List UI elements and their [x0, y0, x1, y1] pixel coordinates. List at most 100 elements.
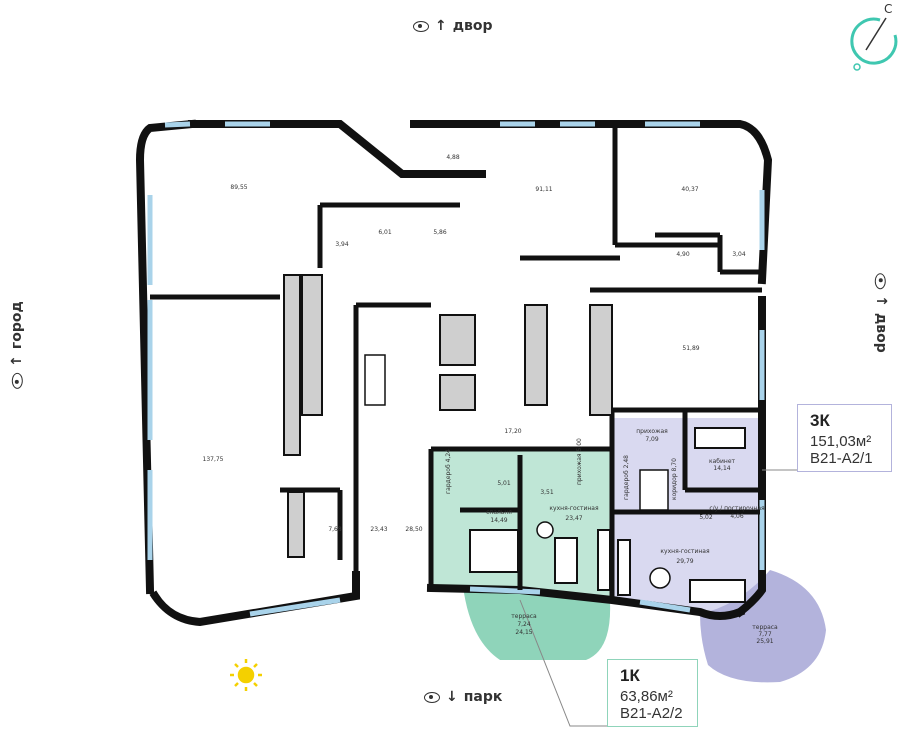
apartment-code: B21-A2/1 — [810, 450, 873, 467]
built-in-cabinet — [589, 304, 613, 416]
window — [164, 121, 191, 128]
room-area: 3,51 — [540, 489, 554, 496]
kitchen-island — [694, 427, 746, 449]
room-area: 5,02 — [699, 514, 713, 521]
terrace-area: 25,91 — [756, 638, 774, 645]
terrace-area: 7,24 — [517, 621, 531, 628]
outer-wall-bottom-right — [426, 583, 746, 620]
sofa — [554, 537, 578, 584]
sun-icon — [230, 659, 262, 691]
eye-icon — [11, 372, 23, 389]
room-area: 51,89 — [682, 345, 700, 352]
stair — [639, 469, 669, 511]
room-name: гардероб — [623, 470, 630, 500]
terrace-1k[interactable] — [463, 586, 611, 660]
window — [249, 597, 341, 617]
room-name: кухня-гостиная — [549, 505, 599, 512]
room-name: спальня — [486, 509, 512, 516]
room-area: 4,90 — [676, 251, 690, 258]
apartment-area: 151,03м² — [810, 433, 872, 450]
apartment-type: 3К — [810, 411, 830, 430]
room-gardrobe-3k: гардероб 2,48 — [623, 455, 630, 500]
room-name: прихожая — [636, 428, 668, 435]
room-area: 5,00 — [576, 438, 583, 452]
kitchen-counter — [617, 539, 631, 596]
room-area: 7,09 — [645, 436, 659, 443]
direction-right-label: двор — [872, 312, 889, 353]
built-in-cabinet — [287, 491, 305, 558]
direction-bottom-label: парк — [463, 689, 503, 705]
sofa — [689, 579, 746, 603]
room-area: 28,50 — [405, 526, 423, 533]
room-area: 23,43 — [370, 526, 388, 533]
compass-north-label: С — [884, 2, 893, 16]
outer-wall-right — [734, 296, 766, 618]
room-hall-1k: прихожая 5,00 — [576, 438, 583, 485]
compass-icon — [850, 17, 898, 71]
room-area: 91,11 — [535, 186, 553, 193]
outer-wall-top-right — [410, 120, 773, 285]
room-area: 17,20 — [504, 428, 522, 435]
arrow-up-icon: ↑ — [8, 355, 25, 367]
arrow-up-icon: ↑ — [872, 295, 889, 307]
room-area: 6,01 — [378, 229, 392, 236]
dining-table — [536, 521, 554, 539]
room-gardrobe-1k: гардероб 4,24 — [445, 449, 452, 494]
dining-table — [649, 567, 671, 589]
apartment-3k-fill[interactable] — [612, 418, 760, 612]
room-name: коридор — [671, 473, 678, 500]
outer-wall-top-left — [188, 120, 486, 178]
room-corridor-3k: коридор 8,70 — [671, 458, 678, 500]
room-area: 4,88 — [446, 154, 460, 161]
room-name: кабинет — [708, 458, 736, 465]
room-area: 29,79 — [676, 558, 694, 565]
room-area: 3,94 — [335, 241, 349, 248]
eye-icon — [413, 20, 429, 32]
room-area: 2,48 — [623, 455, 630, 469]
arrow-down-icon: ↓ — [446, 689, 458, 705]
direction-top: ↑ двор — [413, 18, 493, 34]
room-area: 14,49 — [490, 517, 508, 524]
elevator — [439, 314, 476, 366]
direction-left: ↑ город — [9, 301, 25, 389]
apartment-card-1k[interactable]: 1К 63,86м² B21-A2/2 — [607, 659, 698, 727]
built-in-cabinet — [283, 274, 301, 456]
terrace-name: терраса — [511, 613, 537, 620]
built-in-cabinet — [301, 274, 323, 416]
direction-bottom: ↓ парк — [424, 689, 502, 705]
window — [469, 586, 541, 595]
room-area: 5,86 — [433, 229, 447, 236]
terrace-area: 7,77 — [758, 631, 772, 638]
terrace-3k[interactable] — [700, 570, 826, 683]
room-area: 8,70 — [671, 458, 678, 472]
room-area: 40,37 — [681, 186, 699, 193]
built-in-cabinet — [524, 304, 548, 406]
room-area: 5,01 — [497, 480, 511, 487]
room-area: 89,55 — [230, 184, 248, 191]
terrace-name: терраса — [752, 624, 778, 631]
room-area: 4,24 — [445, 449, 452, 463]
room-name: кухня-гостиная — [660, 548, 710, 555]
arrow-up-icon: ↑ — [435, 18, 447, 34]
eye-icon — [875, 273, 887, 290]
window — [639, 599, 691, 613]
room-name: прихожая — [576, 453, 583, 485]
outer-wall-left — [135, 119, 197, 595]
direction-left-label: город — [8, 301, 25, 350]
apartment-type: 1К — [620, 666, 640, 685]
callout-line-1k — [519, 599, 610, 727]
room-area: 3,04 — [732, 251, 746, 258]
room-area: 137,75 — [202, 456, 224, 463]
double-bed — [469, 529, 519, 573]
room-area: 4,06 — [730, 513, 744, 520]
outer-wall-bottom-left — [149, 571, 360, 627]
room-area: 23,47 — [565, 515, 583, 522]
room-area: 7,68 — [328, 526, 342, 533]
stair — [364, 354, 386, 406]
terrace-area: 24,15 — [515, 629, 533, 636]
room-name: с/у / постирочная — [709, 505, 765, 512]
direction-top-label: двор — [452, 18, 493, 34]
apartment-card-3k[interactable]: 3К 151,03м² B21-A2/1 — [797, 404, 892, 472]
room-area: 14,14 — [713, 465, 731, 472]
